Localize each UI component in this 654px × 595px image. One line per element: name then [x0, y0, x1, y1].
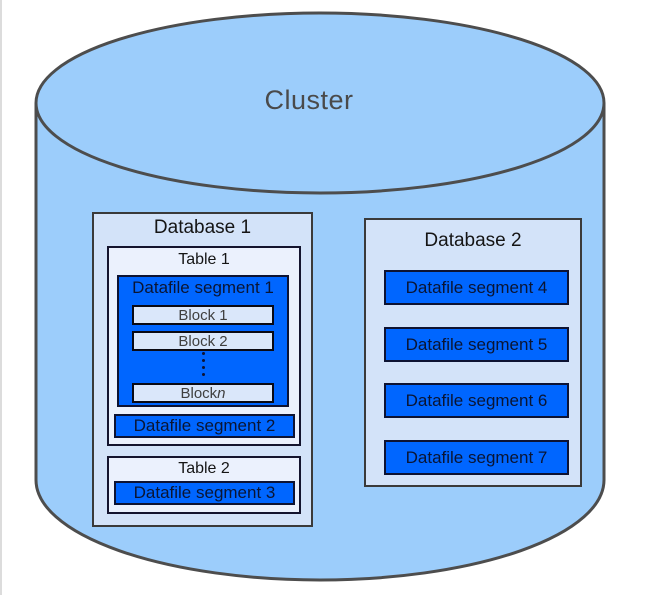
cluster-label: Cluster — [264, 85, 354, 115]
datafile-segment-1-label: Datafile segment 1 — [132, 278, 274, 297]
datafile-segment-3-label: Datafile segment 3 — [133, 483, 276, 502]
datafile-segment-4-box: Datafile segment 4 — [384, 270, 569, 305]
block-n-prefix: Block — [180, 384, 218, 402]
block-n-variable: n — [217, 384, 226, 402]
left-edge-divider — [0, 0, 2, 595]
datafile-segment-6-label: Datafile segment 6 — [405, 390, 548, 410]
block-1-label: Block 1 — [178, 306, 228, 324]
datafile-segment-5-label: Datafile segment 5 — [405, 334, 548, 354]
datafile-segment-3-box: Datafile segment 3 — [114, 481, 295, 505]
datafile-segment-6-box: Datafile segment 6 — [384, 383, 569, 418]
datafile-segment-5-box: Datafile segment 5 — [384, 327, 569, 362]
database-1-title: Database 1 — [153, 217, 252, 238]
datafile-segment-2-box: Datafile segment 2 — [114, 414, 295, 438]
block-2: Block 2 — [132, 331, 274, 351]
block-2-label: Block 2 — [178, 332, 228, 350]
datafile-segment-2-label: Datafile segment 2 — [133, 416, 276, 435]
block-n: Block n — [132, 383, 274, 403]
datafile-segment-7-label: Datafile segment 7 — [405, 447, 548, 467]
table-1-title: Table 1 — [178, 251, 230, 268]
datafile-segment-4-label: Datafile segment 4 — [405, 277, 548, 297]
vertical-ellipsis-icon — [200, 352, 206, 376]
table-2-title: Table 2 — [178, 460, 230, 477]
database-2-title: Database 2 — [424, 230, 522, 251]
datafile-segment-7-box: Datafile segment 7 — [384, 440, 569, 475]
block-1: Block 1 — [132, 305, 274, 325]
